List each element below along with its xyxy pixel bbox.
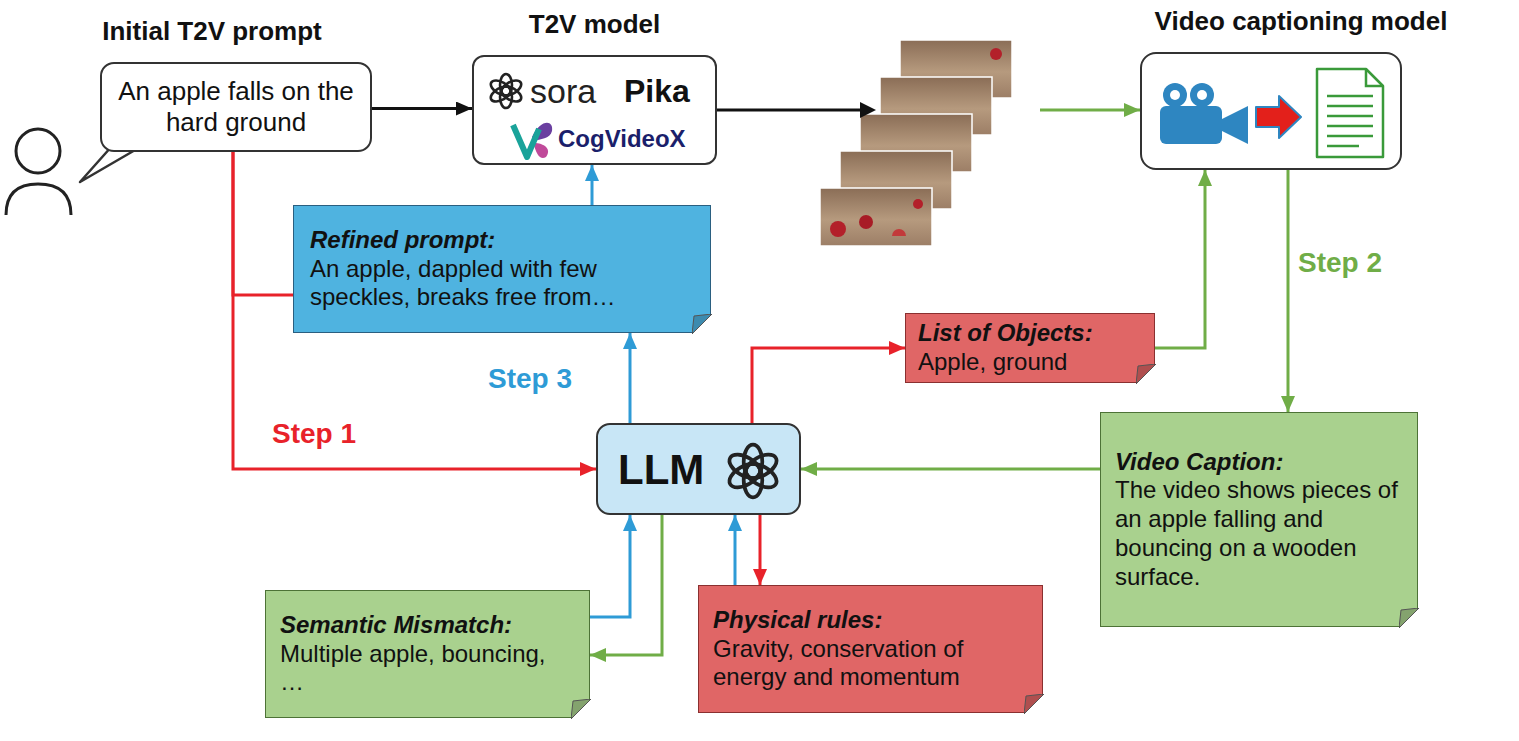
connector-arrow <box>590 515 630 617</box>
note-title: List of Objects: <box>918 319 1142 348</box>
step-label: Step 1 <box>272 418 356 450</box>
note-box: Refined prompt:An apple, dappled with fe… <box>293 205 711 333</box>
connector-arrow <box>629 333 632 423</box>
folded-corner <box>571 699 591 719</box>
folded-corner <box>1399 608 1419 628</box>
body-text: Multiple apple, bouncing, … <box>280 640 575 698</box>
connector-arrow <box>591 165 594 205</box>
speech-bubble: Initial T2V promptAn apple falls on the … <box>100 62 372 152</box>
heading-label: Video captioning model <box>1155 6 1448 37</box>
arrow-head <box>860 102 876 118</box>
logo-text: LLM <box>618 445 704 495</box>
note-box: Semantic Mismatch:Multiple apple, bounci… <box>265 590 590 718</box>
connector-arrow <box>1287 170 1290 412</box>
connector-arrow <box>372 107 472 110</box>
openai-logo <box>486 71 526 111</box>
folded-corner <box>1024 694 1044 714</box>
folded-corner <box>1136 364 1156 384</box>
openai-logo <box>722 440 784 502</box>
note-title: Video Caption: <box>1115 448 1403 477</box>
logo-text: sora <box>530 71 596 112</box>
step-label: Step 2 <box>1298 247 1382 279</box>
connector-arrow <box>752 348 905 423</box>
note-title: Physical rules: <box>713 606 1028 635</box>
connector-arrow <box>233 152 293 295</box>
model-box: T2V modelsoraPikaCogVideoX <box>472 55 717 165</box>
note-title: Semantic Mismatch: <box>280 611 575 640</box>
connector-arrow <box>734 515 737 585</box>
body-text: An apple falls on the hard ground <box>116 76 356 138</box>
logo-text: Pika <box>624 72 690 110</box>
connector-arrow <box>759 515 762 585</box>
video-frames <box>820 40 1012 246</box>
body-text: The video shows pieces of an apple falli… <box>1115 476 1403 591</box>
note-box: List of Objects:Apple, ground <box>905 313 1155 383</box>
note-box: Video Caption:The video shows pieces of … <box>1100 412 1418 627</box>
body-text: An apple, dappled with few speckles, bre… <box>310 255 694 313</box>
conversion-arrow <box>1254 94 1304 140</box>
logo-text: CogVideoX <box>558 125 686 154</box>
connector-arrow <box>1155 170 1205 348</box>
body-text: Gravity, conservation of energy and mome… <box>713 635 1028 693</box>
connector-arrow <box>801 468 1100 471</box>
document-icon <box>1314 66 1386 160</box>
cogvideox-logo <box>510 117 556 161</box>
model-box: Video captioning model <box>1140 52 1402 170</box>
user-icon <box>6 129 71 215</box>
note-title: Refined prompt: <box>310 226 694 255</box>
connector-arrow <box>590 515 662 655</box>
folded-corner <box>692 314 712 334</box>
video-camera-icon <box>1160 82 1250 146</box>
heading-label: T2V model <box>529 9 660 40</box>
heading-label: Initial T2V prompt <box>102 16 322 47</box>
body-text: Apple, ground <box>918 348 1142 377</box>
step-label: Step 3 <box>488 363 572 395</box>
note-box: Physical rules:Gravity, conservation of … <box>698 585 1043 713</box>
process-box: LLM <box>596 423 801 515</box>
